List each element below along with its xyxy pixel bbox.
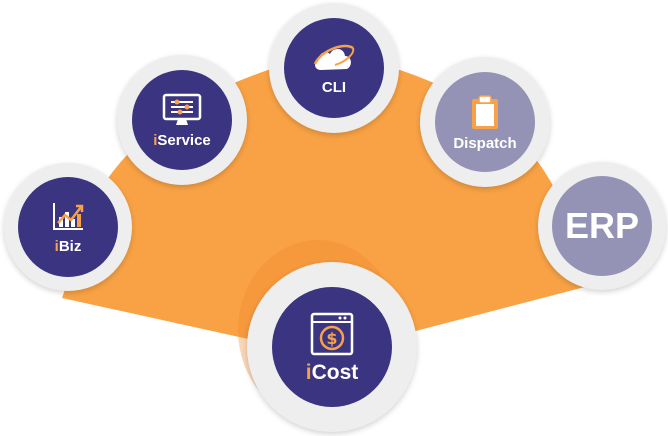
node-icost-prefix: i: [305, 360, 312, 384]
svg-text:$: $: [326, 329, 337, 348]
monitor-icon: [162, 93, 202, 125]
node-iservice-prefix: i: [153, 131, 158, 149]
node-icost-label: iCost: [306, 362, 359, 383]
node-cli-label: CLI: [322, 80, 346, 95]
node-iservice[interactable]: iService: [117, 55, 247, 185]
node-dispatch-disc: Dispatch: [435, 72, 535, 172]
node-dispatch[interactable]: Dispatch: [420, 57, 550, 187]
clipboard-icon: [472, 94, 498, 129]
bar-chart-icon: [53, 202, 84, 230]
node-erp-disc: ERP: [552, 176, 652, 276]
node-erp-name: ERP: [564, 205, 640, 246]
node-erp[interactable]: ERP: [538, 162, 666, 290]
node-ibiz-prefix: i: [54, 237, 59, 255]
node-iservice-name: Service: [157, 131, 211, 149]
node-erp-label: ERP: [565, 208, 639, 244]
node-cli[interactable]: CLI: [269, 3, 399, 133]
dollar-window-icon: $: [310, 312, 354, 355]
node-cli-disc: CLI: [284, 18, 384, 118]
node-dispatch-label: Dispatch: [453, 136, 516, 151]
node-ibiz-disc: iBiz: [18, 177, 118, 277]
node-cli-name: CLI: [321, 78, 347, 96]
cloud-icon: [313, 44, 355, 70]
node-ibiz[interactable]: iBiz: [4, 163, 132, 291]
node-iservice-label: iService: [153, 133, 211, 148]
node-icost-disc: $ iCost: [272, 287, 392, 407]
node-ibiz-name: Biz: [58, 237, 82, 255]
node-iservice-disc: iService: [132, 70, 232, 170]
node-icost[interactable]: $ iCost: [247, 262, 417, 432]
node-icost-name: Cost: [311, 360, 359, 384]
node-ibiz-label: iBiz: [55, 239, 82, 254]
node-dispatch-name: Dispatch: [453, 134, 517, 152]
